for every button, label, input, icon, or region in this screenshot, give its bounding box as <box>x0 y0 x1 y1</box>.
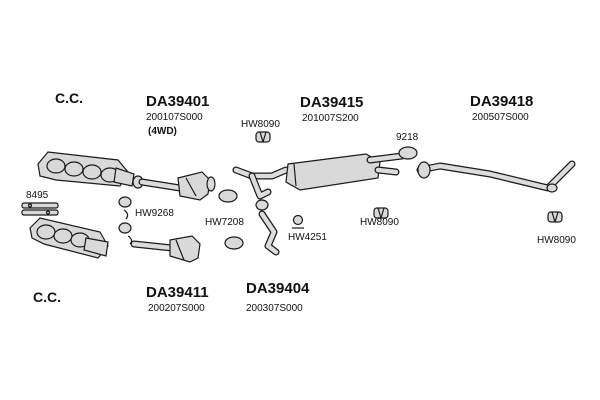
rubber-hanger-icon <box>373 207 389 219</box>
flange-gasket-icon <box>118 222 132 234</box>
ref-hw8090-top: HW8090 <box>241 119 280 130</box>
part-note-4wd: (4WD) <box>148 126 177 137</box>
y-pipe-da39404 <box>232 166 290 256</box>
gasket-set-8495 <box>21 202 59 216</box>
tail-pipe-da39418 <box>416 160 576 193</box>
part-code-da39411: DA39411 <box>146 284 209 301</box>
ref-hw8090-right: HW8090 <box>537 235 576 246</box>
part-code-da39404: DA39404 <box>246 280 310 297</box>
part-number-da39418: 200507S000 <box>472 112 529 123</box>
ref-hw9268: HW9268 <box>135 208 174 219</box>
front-pipe-cat-lower <box>130 235 201 263</box>
flange-gasket-icon <box>218 189 238 203</box>
flange-gasket-icon <box>398 146 418 160</box>
front-pipe-cat-upper <box>138 171 216 201</box>
part-number-da39401: 200107S000 <box>146 112 203 123</box>
ref-hw7208: HW7208 <box>205 217 244 228</box>
ref-hw4251: HW4251 <box>288 232 327 243</box>
rubber-hanger-icon <box>547 211 563 223</box>
ref-8495: 8495 <box>26 190 49 201</box>
part-number-da39404: 200307S000 <box>246 303 303 314</box>
part-number-da39411: 200207S000 <box>148 303 205 314</box>
exhaust-manifold-upper <box>37 151 135 187</box>
center-muffler-da39415 <box>285 152 406 191</box>
part-code-da39401: DA39401 <box>146 93 209 110</box>
flange-gasket-icon <box>224 236 244 250</box>
part-code-da39418: DA39418 <box>470 93 533 110</box>
cc-label-top: C.C. <box>55 90 83 106</box>
rubber-hanger-icon <box>255 131 271 143</box>
cc-label-bottom: C.C. <box>33 289 61 305</box>
pipe-clamp-icon <box>123 209 129 220</box>
ref-9218: 9218 <box>396 132 419 143</box>
exhaust-manifold-lower <box>29 217 109 259</box>
part-code-da39415: DA39415 <box>300 94 363 111</box>
flange-gasket-icon <box>118 196 132 208</box>
part-number-da39415: 201007S200 <box>302 113 359 124</box>
ref-hw8090-mid: HW8090 <box>360 217 399 228</box>
rubber-hanger-icon <box>292 214 304 229</box>
